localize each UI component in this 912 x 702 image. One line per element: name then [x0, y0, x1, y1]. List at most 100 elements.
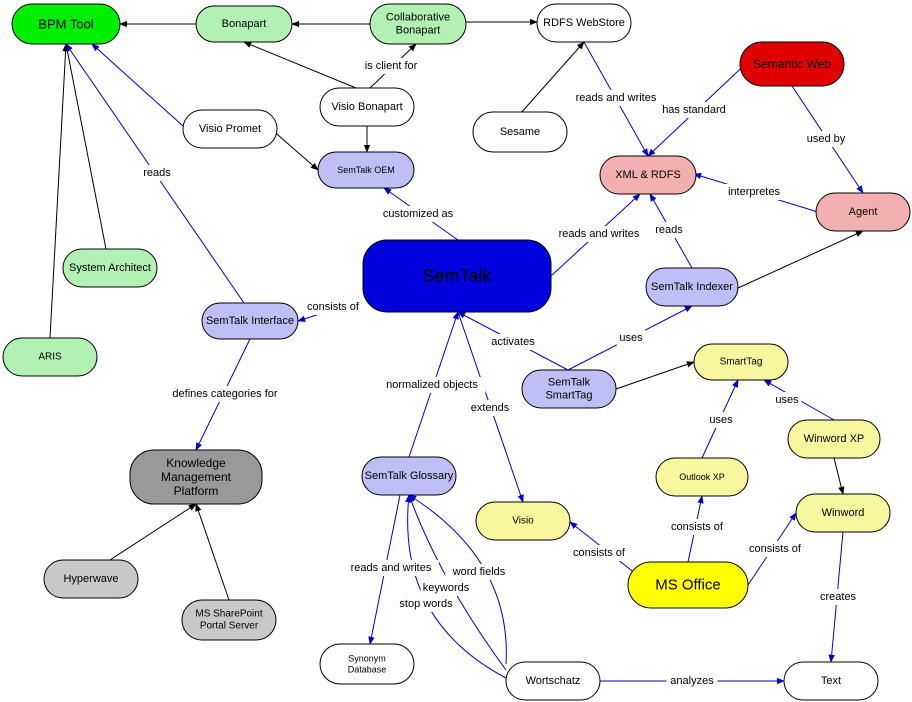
- edge-label-bg: [299, 299, 367, 315]
- node-wortschatz[interactable]: Wortschatz: [505, 661, 601, 701]
- node-semtalk-oem[interactable]: SemTalk OEM: [317, 151, 415, 189]
- node-shape: [11, 3, 121, 45]
- node-label: Visio: [512, 516, 534, 527]
- edge-label-bg: [568, 90, 664, 106]
- node-shape: [2, 337, 98, 377]
- edge-label-winword-to-text: creates: [820, 591, 857, 603]
- node-label: RDFS WebStore: [543, 17, 625, 29]
- node-shape: [599, 155, 697, 195]
- edge-label-bg: [803, 131, 849, 147]
- edge-visio-promet-to-bpm: [91, 43, 184, 127]
- node-shape: [362, 239, 552, 313]
- node-shape: [182, 109, 278, 149]
- edge-label-wortschatz-to-glossary-stopwords: stop words: [399, 598, 453, 610]
- node-system-architect[interactable]: System Architect: [62, 248, 158, 288]
- node-aris[interactable]: ARIS: [2, 337, 98, 377]
- node-visio-bonapart[interactable]: Visio Bonapart: [319, 87, 415, 127]
- node-rdfs-webstore[interactable]: RDFS WebStore: [536, 3, 632, 43]
- edge-label-bg: [741, 541, 809, 557]
- edge-label-agent-to-xml: interpretes: [728, 186, 780, 198]
- node-visio[interactable]: Visio: [475, 501, 571, 541]
- node-label: Text: [821, 675, 841, 687]
- node-shape: [787, 419, 881, 459]
- edge-label-bg: [772, 392, 802, 408]
- node-shape: [181, 599, 277, 641]
- node-semtalk-interface[interactable]: SemTalk Interface: [201, 302, 299, 340]
- edge-label-rdfs-to-xml: reads and writes: [576, 92, 657, 104]
- node-hyperwave[interactable]: Hyperwave: [43, 559, 139, 599]
- node-ms-office[interactable]: MS Office: [627, 561, 749, 609]
- node-text[interactable]: Text: [783, 661, 879, 701]
- edge-label-semtalk-to-xml: reads and writes: [559, 228, 640, 240]
- node-label: MS Office: [655, 577, 721, 594]
- edge-label-smarttag-comp-to-indexer: uses: [619, 332, 643, 344]
- node-label: Collaborative: [386, 12, 450, 24]
- node-xml-rdfs[interactable]: XML & RDFS: [599, 155, 697, 195]
- node-shape: [201, 302, 299, 340]
- node-label: SemTalk Glossary: [365, 470, 454, 482]
- node-label: SmartTag: [720, 357, 763, 368]
- node-label: SemTalk: [548, 377, 591, 389]
- edge-label-bg: [420, 580, 472, 596]
- node-label: XML & RDFS: [615, 169, 681, 181]
- node-shape: [43, 559, 139, 599]
- edge-label-semtalk-to-oem: customized as: [383, 208, 454, 220]
- node-label: Database: [348, 665, 387, 675]
- node-shape: [317, 151, 415, 189]
- edge-label-glossary-to-semtalk: normalized objects: [386, 379, 478, 391]
- node-label: Wortschatz: [526, 675, 581, 687]
- edge-label-msoffice-to-winword: consists of: [749, 543, 802, 555]
- edge-label-bg: [666, 673, 718, 689]
- node-shape: [472, 111, 568, 153]
- edge-label-interface-to-kmp: defines categories for: [172, 388, 278, 400]
- node-bpm-tool[interactable]: BPM Tool: [11, 3, 121, 45]
- node-shape: [129, 449, 263, 505]
- edge-system-architect-to-bpm: [64, 43, 107, 250]
- node-label: MS SharePoint: [195, 609, 262, 620]
- node-bonapart[interactable]: Bonapart: [195, 5, 293, 43]
- node-semantic-web[interactable]: Semantic Web: [739, 41, 845, 87]
- edge-label-bg: [652, 222, 686, 238]
- node-shape: [795, 493, 891, 533]
- node-visio-promet[interactable]: Visio Promet: [182, 109, 278, 149]
- node-label: Winword XP: [804, 433, 865, 445]
- node-semtalk-glossary[interactable]: SemTalk Glossary: [361, 456, 457, 496]
- edge-label-bg: [351, 58, 431, 74]
- edge-label-bg: [484, 334, 542, 350]
- node-winword-xp[interactable]: Winword XP: [787, 419, 881, 459]
- node-sesame[interactable]: Sesame: [472, 111, 568, 153]
- edge-indexer-to-agent: [737, 230, 864, 289]
- node-semtalk[interactable]: SemTalk: [362, 239, 552, 313]
- node-label: Visio Promet: [199, 123, 261, 135]
- node-label: SemTalk: [422, 266, 492, 286]
- node-winword[interactable]: Winword: [795, 493, 891, 533]
- edge-label-bg: [467, 400, 513, 416]
- node-label: Visio Bonapart: [331, 101, 402, 113]
- edge-label-indexer-to-xml: reads: [655, 224, 683, 236]
- edge-label-bg: [657, 102, 731, 118]
- edge-label-bg: [395, 596, 457, 612]
- edge-label-semtalk-to-interface: consists of: [307, 301, 360, 313]
- edge-label-bg: [720, 184, 788, 200]
- node-label: SmartTag: [545, 390, 592, 402]
- edge-smarttag-comp-to-smarttag: [615, 361, 695, 390]
- edge-label-bg: [378, 206, 458, 222]
- node-semtalk-indexer[interactable]: SemTalk Indexer: [645, 267, 739, 307]
- node-agent[interactable]: Agent: [815, 192, 911, 232]
- node-label: Bonapart: [396, 25, 441, 37]
- node-label: Knowledge: [166, 456, 226, 470]
- edge-winwordxp-to-winword: [833, 457, 845, 495]
- node-outlook-xp[interactable]: Outlook XP: [655, 457, 749, 497]
- edge-label-wortschatz-to-text: analyzes: [670, 675, 714, 687]
- edge-label-bg: [160, 386, 290, 402]
- node-smarttag[interactable]: SmartTag: [693, 343, 789, 381]
- edge-label-bg: [663, 519, 731, 535]
- edge-label-msoffice-to-visio: consists of: [573, 547, 626, 559]
- node-shape: [536, 3, 632, 43]
